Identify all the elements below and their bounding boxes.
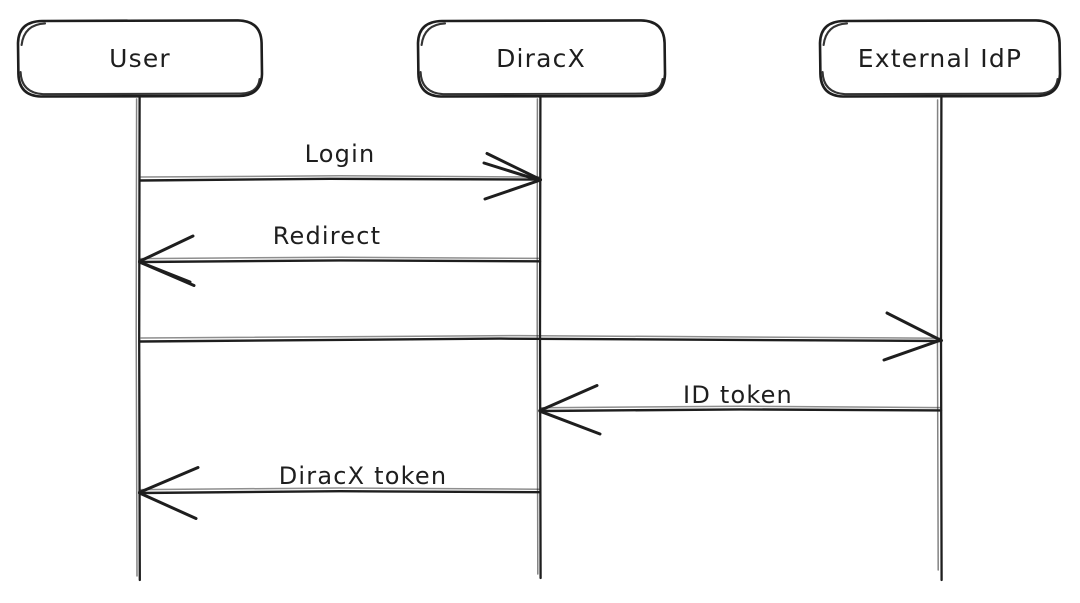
participant-idp-label: External IdP bbox=[858, 44, 1022, 73]
participant-idp-fill bbox=[821, 21, 1059, 96]
message-label-diracx-token: DiracX token bbox=[279, 462, 448, 490]
lifelines-group bbox=[135, 95, 943, 582]
message-login-arrowhead-upper2 bbox=[482, 161, 541, 182]
participant-diracx-label: DiracX bbox=[496, 44, 586, 73]
message-authorize-line-sketch bbox=[140, 334, 941, 339]
message-label-login: Login bbox=[305, 140, 376, 168]
message-id-token-arrowhead-lower bbox=[538, 409, 602, 436]
participant-idp-outline bbox=[818, 19, 1062, 98]
participant-user-label: User bbox=[109, 44, 171, 73]
message-diracx-token-line-sketch bbox=[140, 487, 540, 491]
message-diracx-token[interactable]: DiracX token bbox=[138, 462, 542, 520]
message-login-line bbox=[138, 177, 542, 182]
message-diracx-token-arrowhead-upper bbox=[138, 466, 200, 494]
participant-idp[interactable]: External IdP bbox=[818, 19, 1062, 98]
participant-diracx-fill bbox=[419, 21, 664, 96]
message-redirect[interactable]: Redirect bbox=[138, 222, 542, 287]
message-id-token-line-sketch bbox=[540, 405, 941, 409]
participant-user[interactable]: User bbox=[16, 19, 264, 98]
participant-user-outline bbox=[16, 19, 264, 98]
message-redirect-line bbox=[138, 259, 542, 264]
message-redirect-line-sketch bbox=[140, 256, 540, 260]
message-login-arrowhead-lower bbox=[483, 178, 542, 201]
participant-idp-outline-sketch bbox=[821, 22, 1059, 96]
message-id-token-arrowhead-upper bbox=[538, 384, 599, 413]
lifeline-user bbox=[135, 95, 141, 582]
participant-user-fill bbox=[19, 21, 261, 96]
lifeline-idp bbox=[936, 95, 943, 582]
message-authorize-line bbox=[138, 337, 943, 343]
message-login[interactable]: Login bbox=[138, 140, 542, 201]
participant-diracx[interactable]: DiracX bbox=[416, 19, 667, 98]
message-id-token-line bbox=[538, 408, 943, 413]
message-authorize[interactable] bbox=[138, 311, 943, 362]
message-diracx-token-arrowhead-lower bbox=[138, 491, 198, 520]
message-diracx-token-line bbox=[138, 490, 542, 495]
message-label-id-token: ID token bbox=[683, 381, 793, 409]
message-label-redirect: Redirect bbox=[273, 222, 382, 250]
participant-diracx-outline bbox=[416, 19, 667, 98]
message-id-token[interactable]: ID token bbox=[538, 381, 943, 436]
message-authorize-arrowhead-upper bbox=[885, 311, 943, 343]
message-redirect-arrowhead-lower2 bbox=[139, 261, 196, 287]
message-authorize-arrowhead-lower bbox=[882, 338, 943, 362]
message-redirect-arrowhead-upper bbox=[138, 234, 195, 263]
message-login-line-sketch bbox=[140, 175, 540, 178]
participant-user-outline-sketch bbox=[19, 22, 261, 96]
message-login-arrowhead-upper bbox=[485, 152, 542, 182]
participant-diracx-outline-sketch bbox=[419, 22, 664, 96]
lifeline-diracx bbox=[536, 95, 542, 580]
